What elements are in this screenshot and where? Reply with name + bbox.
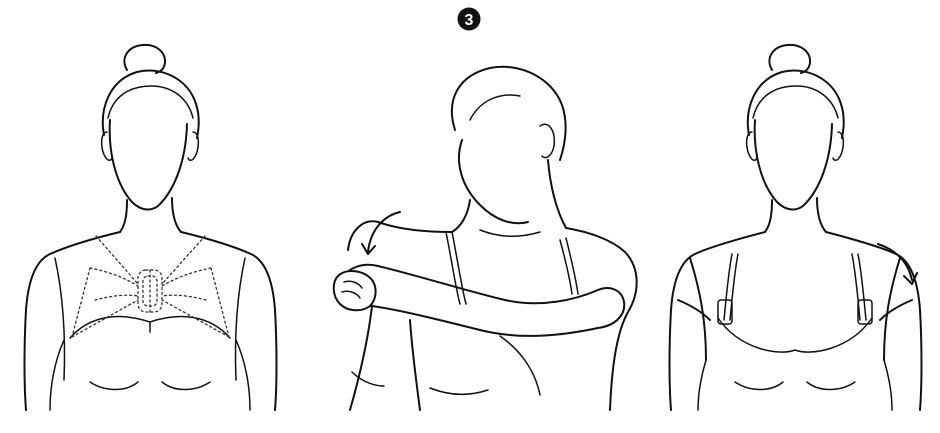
step-number: 3 <box>465 12 474 29</box>
figure-arm-across-shoulder-icon <box>334 67 637 410</box>
curved-arrow-down-left-icon <box>362 212 400 254</box>
figure-front-dotted-brace-icon <box>25 45 277 410</box>
figure-front-brace-worn-icon <box>670 45 922 410</box>
step-badge: 3 <box>458 8 481 31</box>
